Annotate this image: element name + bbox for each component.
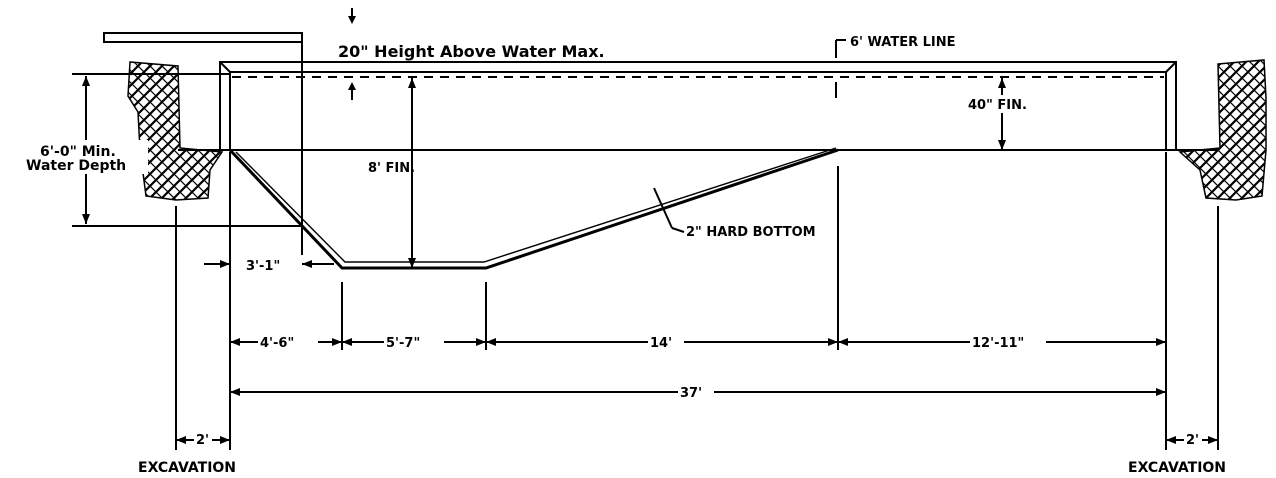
dim-4-6-bg [258, 333, 318, 351]
water-depth-arrow-bottom [82, 214, 90, 224]
pool-floor-profile [228, 148, 839, 270]
dim-chain-arrow-3 [342, 338, 352, 346]
dim-14-label: 14' [650, 336, 672, 351]
hard-bottom-label: 2" HARD BOTTOM [686, 225, 816, 240]
dim-chain-arrow-1 [230, 338, 240, 346]
dim-chain-arrow-4 [476, 338, 486, 346]
dim-2-right-bg [1184, 431, 1202, 447]
dim-2-right-arrow-l [1166, 436, 1176, 444]
pool-rim-left [219, 61, 231, 73]
dim-chain-arrow-2 [332, 338, 342, 346]
fin40-label-bg [966, 95, 1038, 113]
water-depth-label-line1: 6'-0" Min. [40, 144, 116, 160]
dim-chain-arrow-7 [838, 338, 848, 346]
dim-2-left-label: 2' [196, 433, 209, 448]
dim-14-bg [648, 333, 684, 351]
hard-bottom-leader-foot [671, 227, 685, 233]
dim-3-1-label: 3'-1" [246, 259, 280, 274]
height-arrow-top [348, 16, 356, 24]
earth-hatch-left [127, 61, 224, 201]
pool-inner-wall [229, 71, 1167, 150]
dim-37-arrow-left [230, 388, 240, 396]
dim-chain-arrow-6 [828, 338, 838, 346]
dim-2-left-arrow-l [176, 436, 186, 444]
pool-rim-right [1165, 61, 1177, 73]
coping-deck [103, 32, 303, 43]
dim-37-bg [678, 383, 714, 401]
dim-chain-arrow-5 [486, 338, 496, 346]
dim-chain-arrow-8 [1156, 338, 1166, 346]
fin8-arrow-top [408, 78, 416, 88]
pool-outer-wall [219, 61, 1177, 150]
fin40-arrow-bottom [998, 140, 1006, 150]
fin40-label: 40" FIN. [968, 98, 1027, 113]
dim-2-right-arrow-r [1208, 436, 1218, 444]
dim-2-left-arrow-r [220, 436, 230, 444]
dim-5-7-bg [384, 333, 444, 351]
dim-2-right-label: 2' [1186, 433, 1199, 448]
earth-hatch-right [1178, 59, 1267, 201]
fin40-arrow-top [998, 78, 1006, 88]
fin8-arrow-bottom [408, 258, 416, 268]
dim-4-6-label: 4'-6" [260, 336, 294, 351]
dim-3-1-arrow-right [302, 260, 312, 268]
dim-5-7-label: 5'-7" [386, 336, 420, 351]
dim-37-arrow-right [1156, 388, 1166, 396]
excavation-right-label: EXCAVATION [1128, 460, 1226, 476]
dim-12-11-label: 12'-11" [972, 336, 1024, 351]
water-line-label: 6' WATER LINE [850, 35, 956, 50]
dim-2-left-bg [194, 431, 212, 447]
water-depth-label-line2: Water Depth [26, 158, 126, 174]
water-depth-arrow-top [82, 76, 90, 86]
water-depth-label-bg [24, 140, 148, 174]
height-arrow-bottom [348, 82, 356, 90]
fin8-label: 8' FIN. [368, 161, 415, 176]
dim-3-1-arrow-left [220, 260, 230, 268]
dim-12-11-bg [970, 333, 1046, 351]
excavation-left-label: EXCAVATION [138, 460, 236, 476]
dim-37-label: 37' [680, 386, 702, 401]
hard-bottom-leader [653, 187, 673, 229]
height-above-water-label: 20" Height Above Water Max. [338, 42, 605, 61]
hard-bottom-inner [235, 147, 837, 263]
